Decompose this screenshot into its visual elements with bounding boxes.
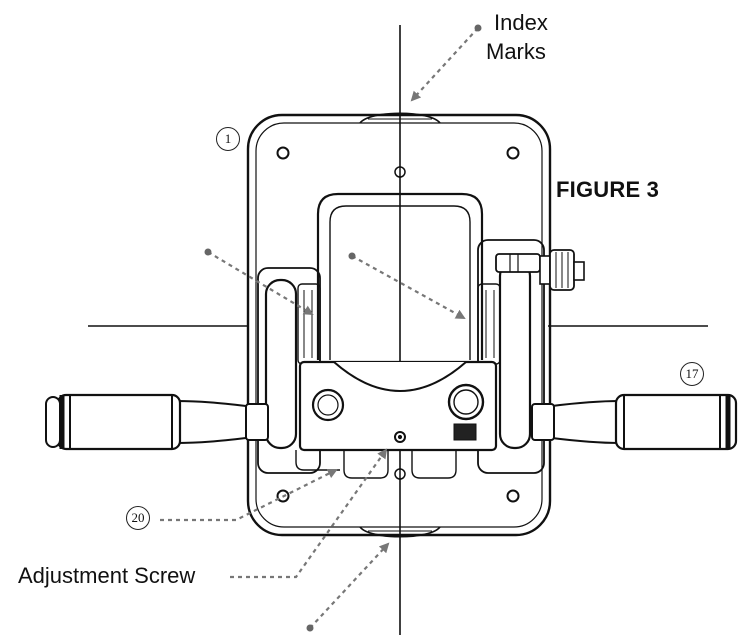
callout-part-1: 1 (216, 127, 240, 151)
locking-knob (495, 249, 585, 291)
index-mark-bottom (359, 526, 441, 538)
center-screws (394, 166, 406, 480)
index-marks-label-line1: Index (494, 10, 548, 35)
adjustment-screw-label: Adjustment Screw (18, 563, 196, 588)
callout-part-17: 17 (680, 362, 704, 386)
leader-lines (160, 27, 479, 629)
index-marks-label-line2: Marks (486, 39, 546, 64)
leader-dots (204, 24, 482, 632)
part-20-leader (160, 469, 338, 522)
left-handle-assembly (257, 267, 321, 474)
adjustment-screw-leader (230, 448, 388, 579)
figure-label: FIGURE 3 (556, 177, 660, 202)
index-marks-leader-top (410, 27, 479, 102)
left-grip (45, 393, 269, 451)
right-grip (531, 393, 738, 451)
right-pointer-leader (351, 255, 466, 319)
mounting-holes (276, 146, 520, 503)
index-marks-leader-bottom (309, 542, 390, 629)
lower-housing (298, 360, 498, 452)
upper-bracket (316, 192, 484, 360)
index-mark-top (359, 112, 441, 124)
callout-part-20: 20 (126, 506, 150, 530)
